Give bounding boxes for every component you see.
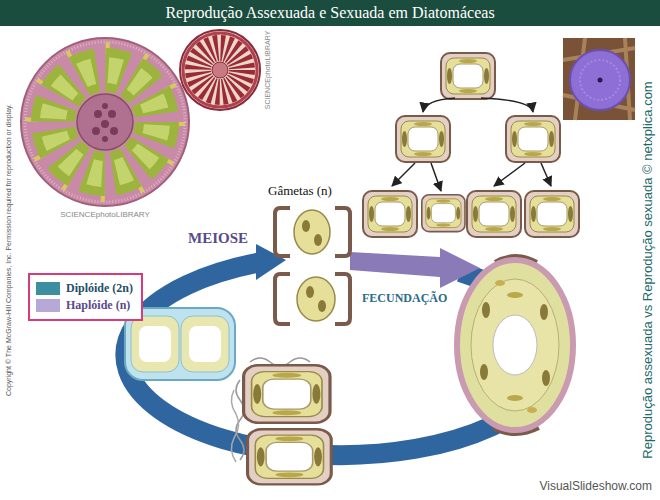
- legend-swatch: [36, 282, 60, 295]
- legend-box: Diplóide (2n) Haplóide (n): [28, 273, 143, 321]
- diatom-photo: [180, 30, 260, 110]
- gametes-label: Gâmetas (n): [268, 184, 332, 198]
- title-band: Reprodução Assexuada e Sexuada em Diatom…: [0, 0, 660, 26]
- title-text: Reprodução Assexuada e Sexuada em Diatom…: [165, 4, 494, 22]
- paired-cells: [231, 358, 331, 484]
- legend-row: Diplóide (2n): [36, 281, 133, 296]
- copyright-note: Copyright © The McGraw-Hill Companies, I…: [5, 104, 13, 396]
- asexual-division: [363, 53, 579, 237]
- legend-text: Haplóide (n): [66, 298, 130, 313]
- fertilization-arrow: [350, 248, 480, 288]
- site-watermark: VisualSlideshow.com: [539, 480, 652, 493]
- legend-text: Diplóide (2n): [66, 281, 133, 296]
- zygote: [457, 256, 573, 434]
- watermark: SCIENCEphotoLIBRARY: [60, 211, 150, 220]
- legend-row: Haplóide (n): [36, 298, 133, 313]
- diatom-photo: [563, 38, 635, 120]
- watermark: SCIENCEphotoLIBRARY: [264, 31, 272, 109]
- side-credit: Reprodução assexuada vs Reprodução sexua…: [641, 81, 655, 458]
- gametes: [275, 208, 350, 324]
- process-label: FECUNDAÇÃO: [362, 292, 447, 305]
- legend-swatch: [36, 299, 60, 312]
- process-label: MEIOSE: [188, 230, 248, 247]
- diatom-photo: [21, 38, 189, 206]
